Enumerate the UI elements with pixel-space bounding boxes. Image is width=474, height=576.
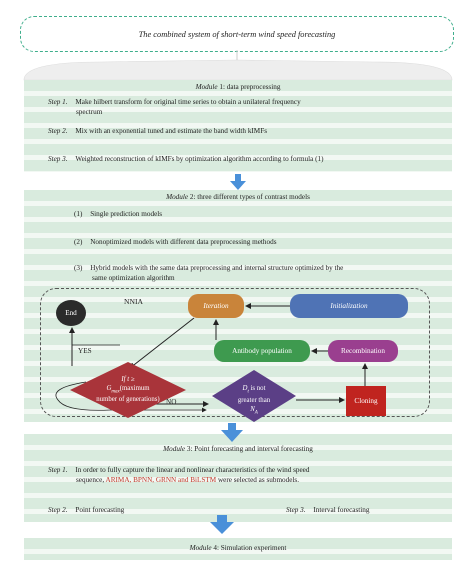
item-text: Hybrid models with the same data preproc… bbox=[90, 264, 344, 272]
step-label: Step 3. bbox=[48, 155, 68, 163]
module-2-item-2: (2) Nonoptimized models with different d… bbox=[74, 238, 277, 248]
module-2-item-3: (3) Hybrid models with the same data pre… bbox=[74, 264, 343, 274]
step-text: In order to fully capture the linear and… bbox=[75, 466, 310, 474]
module-4-heading-rest: 4: Simulation experiment bbox=[211, 544, 287, 552]
condition-1-line-1: If t ≥ bbox=[121, 376, 135, 383]
item-label: (1) bbox=[74, 210, 83, 218]
module-2-item-1: (1) Single prediction models bbox=[74, 210, 162, 220]
down-arrow-icon bbox=[210, 515, 234, 534]
step-text-post: were selected as submodels. bbox=[216, 476, 300, 484]
nnia-box bbox=[40, 288, 430, 417]
item-label: (3) bbox=[74, 264, 83, 272]
step-text: Point forecasting bbox=[75, 506, 125, 514]
cloning-label: Cloning bbox=[354, 397, 378, 405]
arrow-iteration-to-condition bbox=[129, 317, 195, 369]
module-3-step-3: Step 3. Interval forecasting bbox=[286, 506, 369, 516]
diagram-title: The combined system of short-term wind s… bbox=[138, 29, 336, 39]
module-1-step-3: Step 3. Weighted reconstruction of kIMFs… bbox=[48, 155, 324, 165]
module-3-heading-word: Module bbox=[163, 445, 186, 453]
step-label: Step 3. bbox=[286, 506, 306, 514]
condition-1-rest: (maximum bbox=[119, 384, 150, 392]
condition-2-n: N bbox=[250, 406, 255, 414]
condition-diamond-1 bbox=[70, 362, 186, 418]
module-2-heading-rest: 2: three different types of contrast mod… bbox=[188, 193, 310, 201]
step-text-cont: spectrum bbox=[76, 108, 103, 116]
step-text-pre: sequence, bbox=[76, 476, 106, 484]
module-1-heading-rest: 1: data preprocessing bbox=[217, 83, 281, 91]
module-1-step-1: Step 1. Make hilbert transform for origi… bbox=[48, 98, 301, 108]
condition-2-text: Dt is not greater than NA bbox=[222, 384, 286, 417]
recombination-node: Recombination bbox=[328, 340, 398, 362]
module-1-heading: Module 1: data preprocessing bbox=[24, 83, 452, 93]
module-2-heading: Module 2: three different types of contr… bbox=[24, 193, 452, 203]
module-1-heading-word: Module bbox=[195, 83, 218, 91]
step-text: Make hilbert transform for original time… bbox=[75, 98, 301, 106]
module-3-panel bbox=[24, 434, 452, 522]
nnia-label: NNIA bbox=[124, 297, 143, 306]
module-2-heading-word: Module bbox=[166, 193, 189, 201]
submodels-list: ARIMA, BPNN, GRNN and BiLSTM bbox=[105, 476, 217, 484]
antibody-population-label: Antibody population bbox=[232, 347, 292, 355]
arrow-loop bbox=[55, 381, 207, 413]
module-3-step-2: Step 2. Point forecasting bbox=[48, 506, 124, 516]
item-text: Single prediction models bbox=[90, 210, 163, 218]
condition-1-text: If t ≥ Gmax(maximum number of generation… bbox=[84, 376, 172, 405]
step-text: Mix with an exponential tuned and estima… bbox=[75, 127, 267, 135]
iteration-label: Iteration bbox=[203, 302, 229, 310]
initialization-label: Initialization bbox=[330, 302, 368, 310]
module-4-heading-word: Module bbox=[189, 544, 212, 552]
condition-diamond-2 bbox=[212, 370, 296, 422]
condition-1-g: G bbox=[106, 384, 112, 392]
condition-2-line-2: greater than bbox=[237, 397, 271, 405]
condition-2-n-sub: A bbox=[254, 410, 258, 416]
item-label: (2) bbox=[74, 238, 83, 246]
step-label: Step 2. bbox=[48, 506, 68, 514]
dome-shape bbox=[23, 59, 453, 81]
module-4-heading: Module 4: Simulation experiment bbox=[24, 544, 452, 554]
step-text: Weighted reconstruction of kIMFs by opti… bbox=[75, 155, 324, 163]
step-label: Step 1. bbox=[48, 98, 68, 106]
diagram-title-box: The combined system of short-term wind s… bbox=[20, 16, 454, 52]
condition-2-d: D bbox=[242, 385, 248, 392]
end-node: End bbox=[56, 300, 86, 326]
module-4-panel bbox=[24, 538, 452, 560]
item-text: Nonoptimized models with different data … bbox=[90, 238, 277, 246]
cloning-node: Cloning bbox=[346, 386, 386, 416]
module-3-heading-rest: 3: Point forecasting and interval foreca… bbox=[185, 445, 313, 453]
module-3-step-1: Step 1. In order to fully capture the li… bbox=[48, 466, 309, 476]
initialization-node: Initialization bbox=[290, 294, 408, 318]
module-2-item-3-cont: same optimization algorithm bbox=[92, 274, 175, 284]
iteration-node: Iteration bbox=[188, 294, 244, 318]
no-label: NO bbox=[166, 398, 177, 406]
module-1-step-2: Step 2. Mix with an exponential tuned an… bbox=[48, 127, 267, 137]
yes-label: YES bbox=[78, 347, 92, 355]
down-arrow-icon bbox=[221, 423, 243, 442]
condition-2-d-sub: t bbox=[247, 389, 249, 395]
antibody-population-node: Antibody population bbox=[214, 340, 310, 362]
step-label: Step 2. bbox=[48, 127, 68, 135]
module-3-step-1-cont: sequence, ARIMA, BPNN, GRNN and BiLSTM w… bbox=[76, 476, 299, 486]
condition-1-line-3: number of generations) bbox=[96, 395, 160, 403]
end-label: End bbox=[65, 309, 77, 317]
down-arrow-icon bbox=[230, 174, 246, 190]
module-1-panel bbox=[24, 80, 452, 172]
module-3-heading: Module 3: Point forecasting and interval… bbox=[24, 445, 452, 455]
item-text-cont: same optimization algorithm bbox=[92, 274, 175, 282]
step-text: Interval forecasting bbox=[313, 506, 370, 514]
condition-2-rest: is not bbox=[248, 385, 266, 392]
module-1-step-1-cont: spectrum bbox=[76, 108, 102, 118]
recombination-label: Recombination bbox=[341, 347, 385, 355]
condition-1-g-sub: max bbox=[111, 389, 120, 395]
step-label: Step 1. bbox=[48, 466, 68, 474]
